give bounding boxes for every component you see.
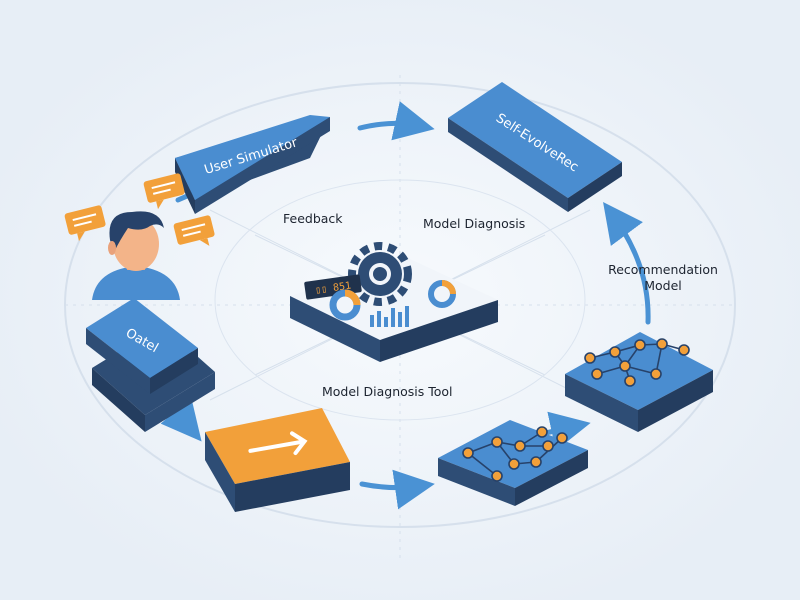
chat-bubble-icon [173, 215, 215, 246]
orange-arrow-block[interactable] [205, 408, 350, 512]
oatel-block[interactable]: Oatel [86, 298, 215, 432]
donut-chart-icon [428, 280, 456, 308]
feedback-label: Feedback [283, 211, 343, 226]
chat-bubbles [64, 173, 215, 246]
recommendation-model-label: Recommendation Model [608, 262, 718, 293]
arrow-orange-to-flow [359, 469, 435, 510]
recommendation-model-block[interactable] [565, 332, 713, 432]
arrow-right-icon [248, 431, 308, 456]
user-avatar-icon [92, 211, 180, 300]
bar-chart-icon [370, 306, 409, 327]
model-diagnosis-tool-label: Model Diagnosis Tool [322, 384, 453, 399]
chat-bubble-icon [143, 173, 185, 210]
data-flow-block[interactable] [438, 420, 588, 506]
diagnosis-dashboard[interactable]: ▯▯ 851 [290, 242, 498, 362]
chat-bubble-icon [64, 205, 106, 242]
gear-icon [348, 242, 412, 306]
model-diagnosis-label: Model Diagnosis [423, 216, 526, 231]
network-graph-icon [584, 338, 690, 387]
network-graph-icon [462, 426, 568, 482]
donut-chart-icon [329, 289, 361, 321]
self-evolverec-block[interactable]: Self-EvolveRec [448, 82, 622, 212]
arrow-simulator-to-evolverec [357, 101, 435, 141]
arrow-network-to-evolverec [603, 201, 651, 325]
